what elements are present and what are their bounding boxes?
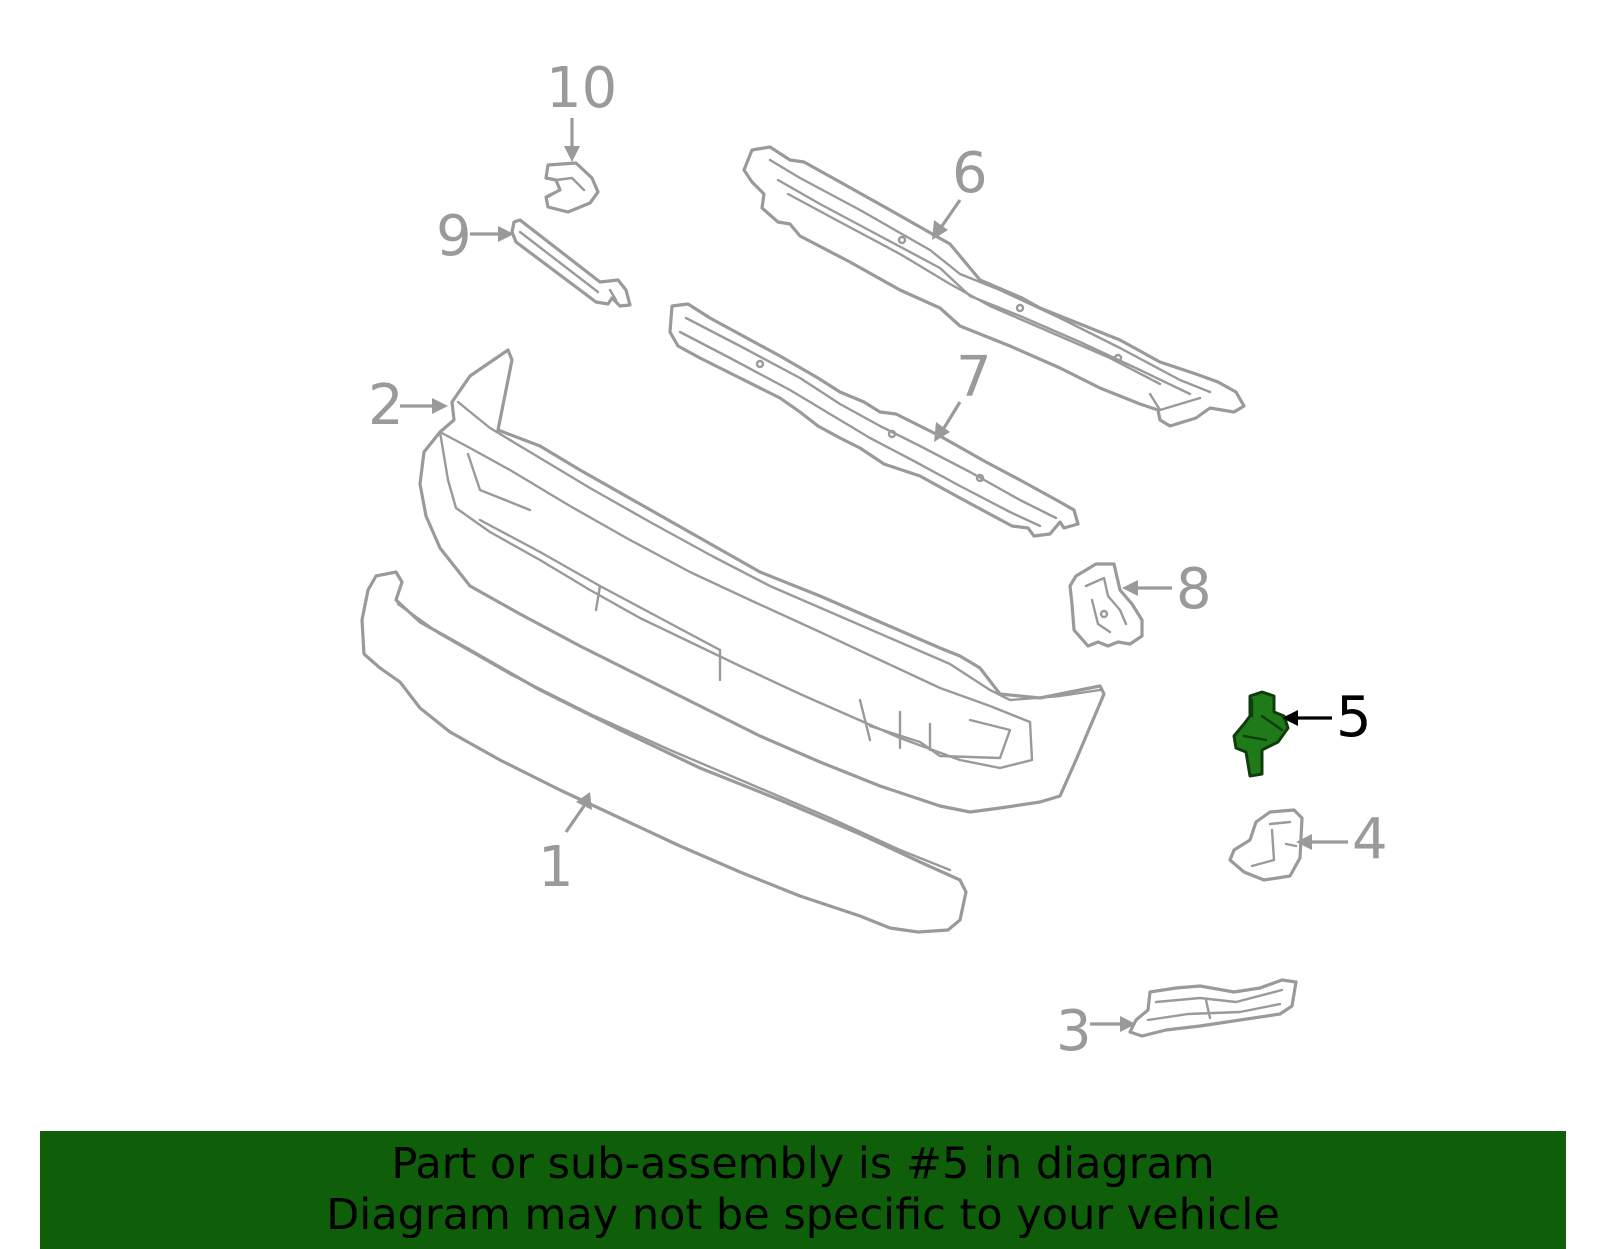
leader-4 bbox=[1296, 834, 1348, 850]
leader-6 bbox=[932, 199, 962, 240]
banner-line-2: Diagram may not be specific to your vehi… bbox=[326, 1190, 1280, 1240]
callout-8-label: 8 bbox=[1176, 557, 1212, 622]
leader-10 bbox=[564, 118, 580, 162]
callout-6-label: 6 bbox=[952, 141, 988, 206]
leader-2 bbox=[400, 398, 448, 414]
leader-8 bbox=[1122, 580, 1172, 596]
part-1-valance[interactable] bbox=[360, 570, 968, 934]
callout-5-label: 5 bbox=[1336, 685, 1372, 750]
part-2-bumper-cover[interactable] bbox=[418, 348, 1106, 814]
part-8-bracket[interactable] bbox=[1068, 562, 1144, 648]
leader-3 bbox=[1090, 1016, 1136, 1032]
part-10-clip[interactable] bbox=[544, 161, 600, 214]
part-4-bracket[interactable] bbox=[1228, 808, 1304, 882]
callout-10-label: 10 bbox=[546, 56, 617, 121]
part-3-bracket[interactable] bbox=[1128, 978, 1298, 1038]
leader-1 bbox=[564, 792, 592, 833]
info-banner: Part or sub-assembly is #5 in diagram Di… bbox=[40, 1131, 1566, 1249]
callout-1-label: 1 bbox=[538, 835, 574, 900]
callout-3-label: 3 bbox=[1056, 999, 1092, 1064]
part-6-reinforcement[interactable] bbox=[742, 145, 1246, 428]
banner-line-1: Part or sub-assembly is #5 in diagram bbox=[391, 1139, 1215, 1189]
callout-4-label: 4 bbox=[1352, 807, 1388, 872]
part-5-highlighted[interactable] bbox=[1232, 690, 1290, 778]
callout-2-label: 2 bbox=[368, 373, 404, 438]
leader-7 bbox=[934, 401, 962, 442]
leader-5 bbox=[1282, 710, 1332, 726]
leader-9 bbox=[470, 226, 514, 242]
part-9-bracket[interactable] bbox=[510, 218, 632, 308]
callout-7-label: 7 bbox=[956, 345, 992, 410]
callout-9-label: 9 bbox=[436, 204, 472, 269]
part-7-support-rail[interactable] bbox=[668, 302, 1080, 538]
